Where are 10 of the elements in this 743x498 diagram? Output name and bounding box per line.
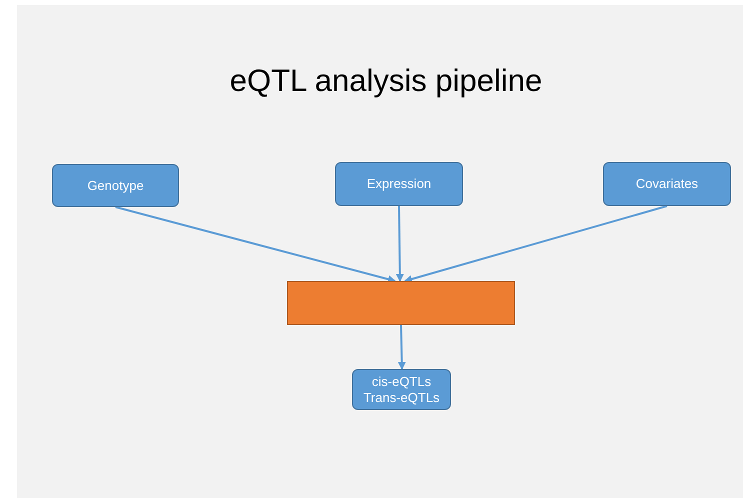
input-box: Genotype <box>52 164 179 207</box>
arrow <box>396 206 404 282</box>
input-box: cis-eQTLs Trans-eQTLs <box>352 369 451 410</box>
arrow <box>398 324 406 370</box>
input-box: Expression <box>335 162 463 206</box>
arrow <box>115 206 396 284</box>
input-box: Covariates <box>603 162 731 206</box>
arrow <box>404 205 668 283</box>
title: eQTL analysis pipeline <box>228 62 544 100</box>
process-box <box>287 281 515 325</box>
